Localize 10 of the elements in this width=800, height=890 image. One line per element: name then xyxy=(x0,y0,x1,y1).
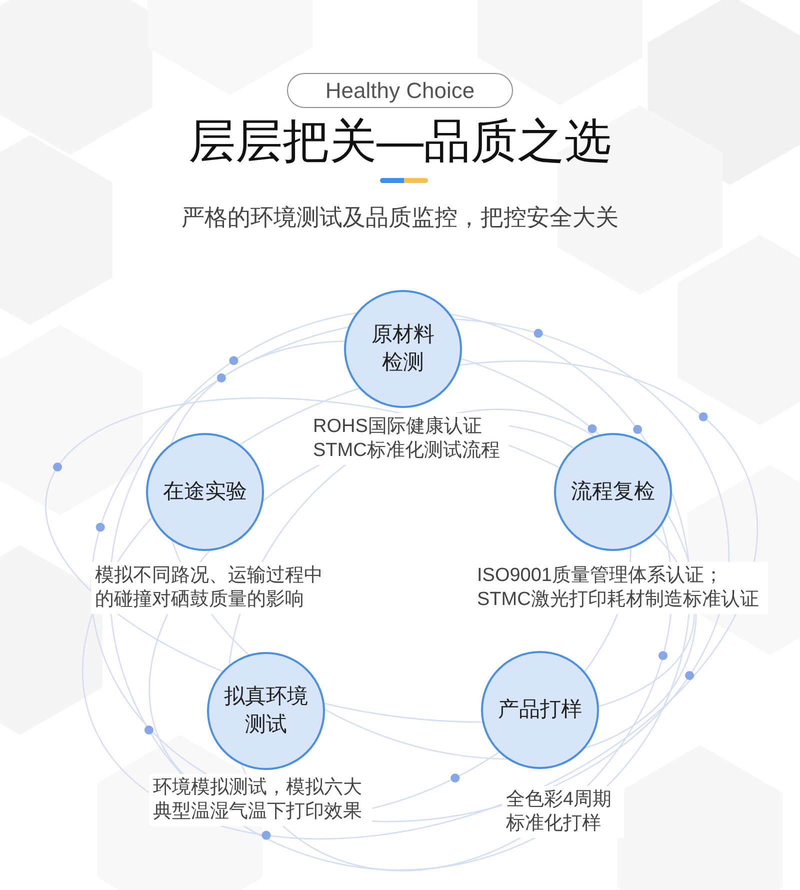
description-text: 全色彩4周期标准化打样 xyxy=(502,786,624,838)
tag-pill: Healthy Choice xyxy=(287,73,513,108)
description-text: 环境模拟测试，模拟六大典型温湿气温下打印效果 xyxy=(149,774,372,826)
title-text: 层层把关—品质之选 xyxy=(188,113,612,169)
step-circle: 原材料检测 xyxy=(344,290,462,408)
step-circle: 流程复检 xyxy=(554,433,672,551)
step-circle: 产品打样 xyxy=(481,651,599,769)
subtitle-text: 严格的环境测试及品质监控，把控安全大关 xyxy=(182,203,618,232)
step-circle: 在途实验 xyxy=(146,433,264,551)
step-circle: 拟真环境测试 xyxy=(207,652,325,770)
